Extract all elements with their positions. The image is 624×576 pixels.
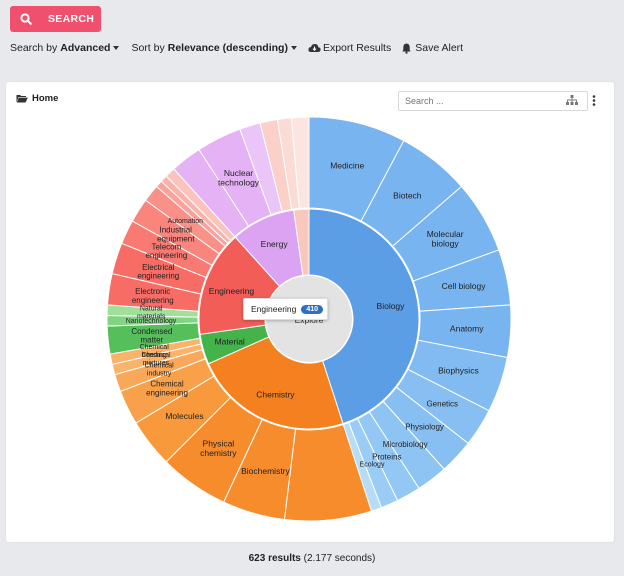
export-results-button[interactable]: Export Results bbox=[308, 42, 391, 54]
panel-search-input[interactable] bbox=[398, 91, 588, 111]
outer-label-genetics: Genetics bbox=[426, 400, 458, 409]
sort-by-value: Relevance (descending) bbox=[167, 42, 288, 54]
search-by-label: Search by bbox=[10, 42, 58, 54]
outer-label-nanotechnology: Nanotechnology bbox=[126, 318, 177, 325]
outer-label-biochemistry: Biochemistry bbox=[241, 466, 290, 476]
hierarchy-icon[interactable] bbox=[566, 95, 578, 105]
outer-label-microbiology: Microbiology bbox=[383, 440, 428, 449]
bell-icon bbox=[402, 43, 411, 54]
cloud-download-icon bbox=[308, 44, 321, 52]
folder-open-icon bbox=[16, 95, 28, 103]
sort-by-dropdown[interactable]: Sort by Relevance (descending) bbox=[131, 42, 297, 54]
hover-tooltip: Engineering 410 bbox=[243, 298, 328, 320]
sort-by-label: Sort by bbox=[131, 42, 165, 54]
search-button[interactable]: SEARCH bbox=[10, 6, 101, 32]
outer-segment-36[interactable] bbox=[290, 116, 310, 209]
count-badge: 410 bbox=[301, 304, 324, 314]
outer-label-molecules: Molecules bbox=[165, 411, 203, 421]
search-by-value: Advanced bbox=[60, 42, 111, 54]
outer-label-automation: Automation bbox=[168, 218, 204, 225]
save-alert-button[interactable]: Save Alert bbox=[402, 42, 463, 54]
inner-segment-biology[interactable] bbox=[308, 208, 420, 425]
outer-label-biotech: Biotech bbox=[393, 190, 422, 200]
results-time: (2.177 seconds) bbox=[303, 553, 376, 564]
search-by-dropdown[interactable]: Search by Advanced bbox=[10, 42, 120, 54]
inner-segment-chemistry[interactable] bbox=[207, 336, 344, 430]
outer-label-biophysics: Biophysics bbox=[438, 365, 479, 375]
export-results-label: Export Results bbox=[322, 42, 392, 54]
results-count: 623 results bbox=[248, 553, 301, 564]
breadcrumb-home: Home bbox=[32, 93, 59, 104]
save-alert-label: Save Alert bbox=[415, 42, 464, 54]
more-options-icon[interactable] bbox=[592, 95, 596, 106]
outer-label-physiology: Physiology bbox=[405, 423, 444, 432]
inner-label-energy: Energy bbox=[261, 239, 289, 249]
outer-label-medicine: Medicine bbox=[330, 161, 364, 171]
center-label: Explore bbox=[295, 315, 324, 325]
inner-label-engineering: Engineering bbox=[209, 286, 255, 296]
outer-label-ecology: Ecology bbox=[360, 461, 385, 468]
outer-label-cell-biology: Cell biology bbox=[442, 281, 487, 291]
outer-label-anatomy: Anatomy bbox=[450, 324, 484, 334]
chevron-down-icon bbox=[113, 46, 120, 50]
search-icon bbox=[20, 13, 32, 25]
inner-label-biology: Biology bbox=[377, 301, 406, 311]
search-button-label: SEARCH bbox=[48, 13, 95, 25]
outer-label-proteins: Proteins bbox=[372, 452, 401, 461]
results-summary: 623 results (2.177 seconds) bbox=[0, 553, 624, 564]
breadcrumb[interactable]: Home bbox=[16, 93, 58, 104]
tooltip-label: Engineering bbox=[251, 304, 297, 314]
chevron-down-icon bbox=[290, 46, 297, 50]
results-toolbar: Search by Advanced Sort by Relevance (de… bbox=[10, 41, 463, 55]
inner-label-chemistry: Chemistry bbox=[256, 389, 295, 399]
inner-label-material: Material bbox=[215, 337, 245, 347]
inner-segment-5[interactable] bbox=[293, 208, 310, 276]
